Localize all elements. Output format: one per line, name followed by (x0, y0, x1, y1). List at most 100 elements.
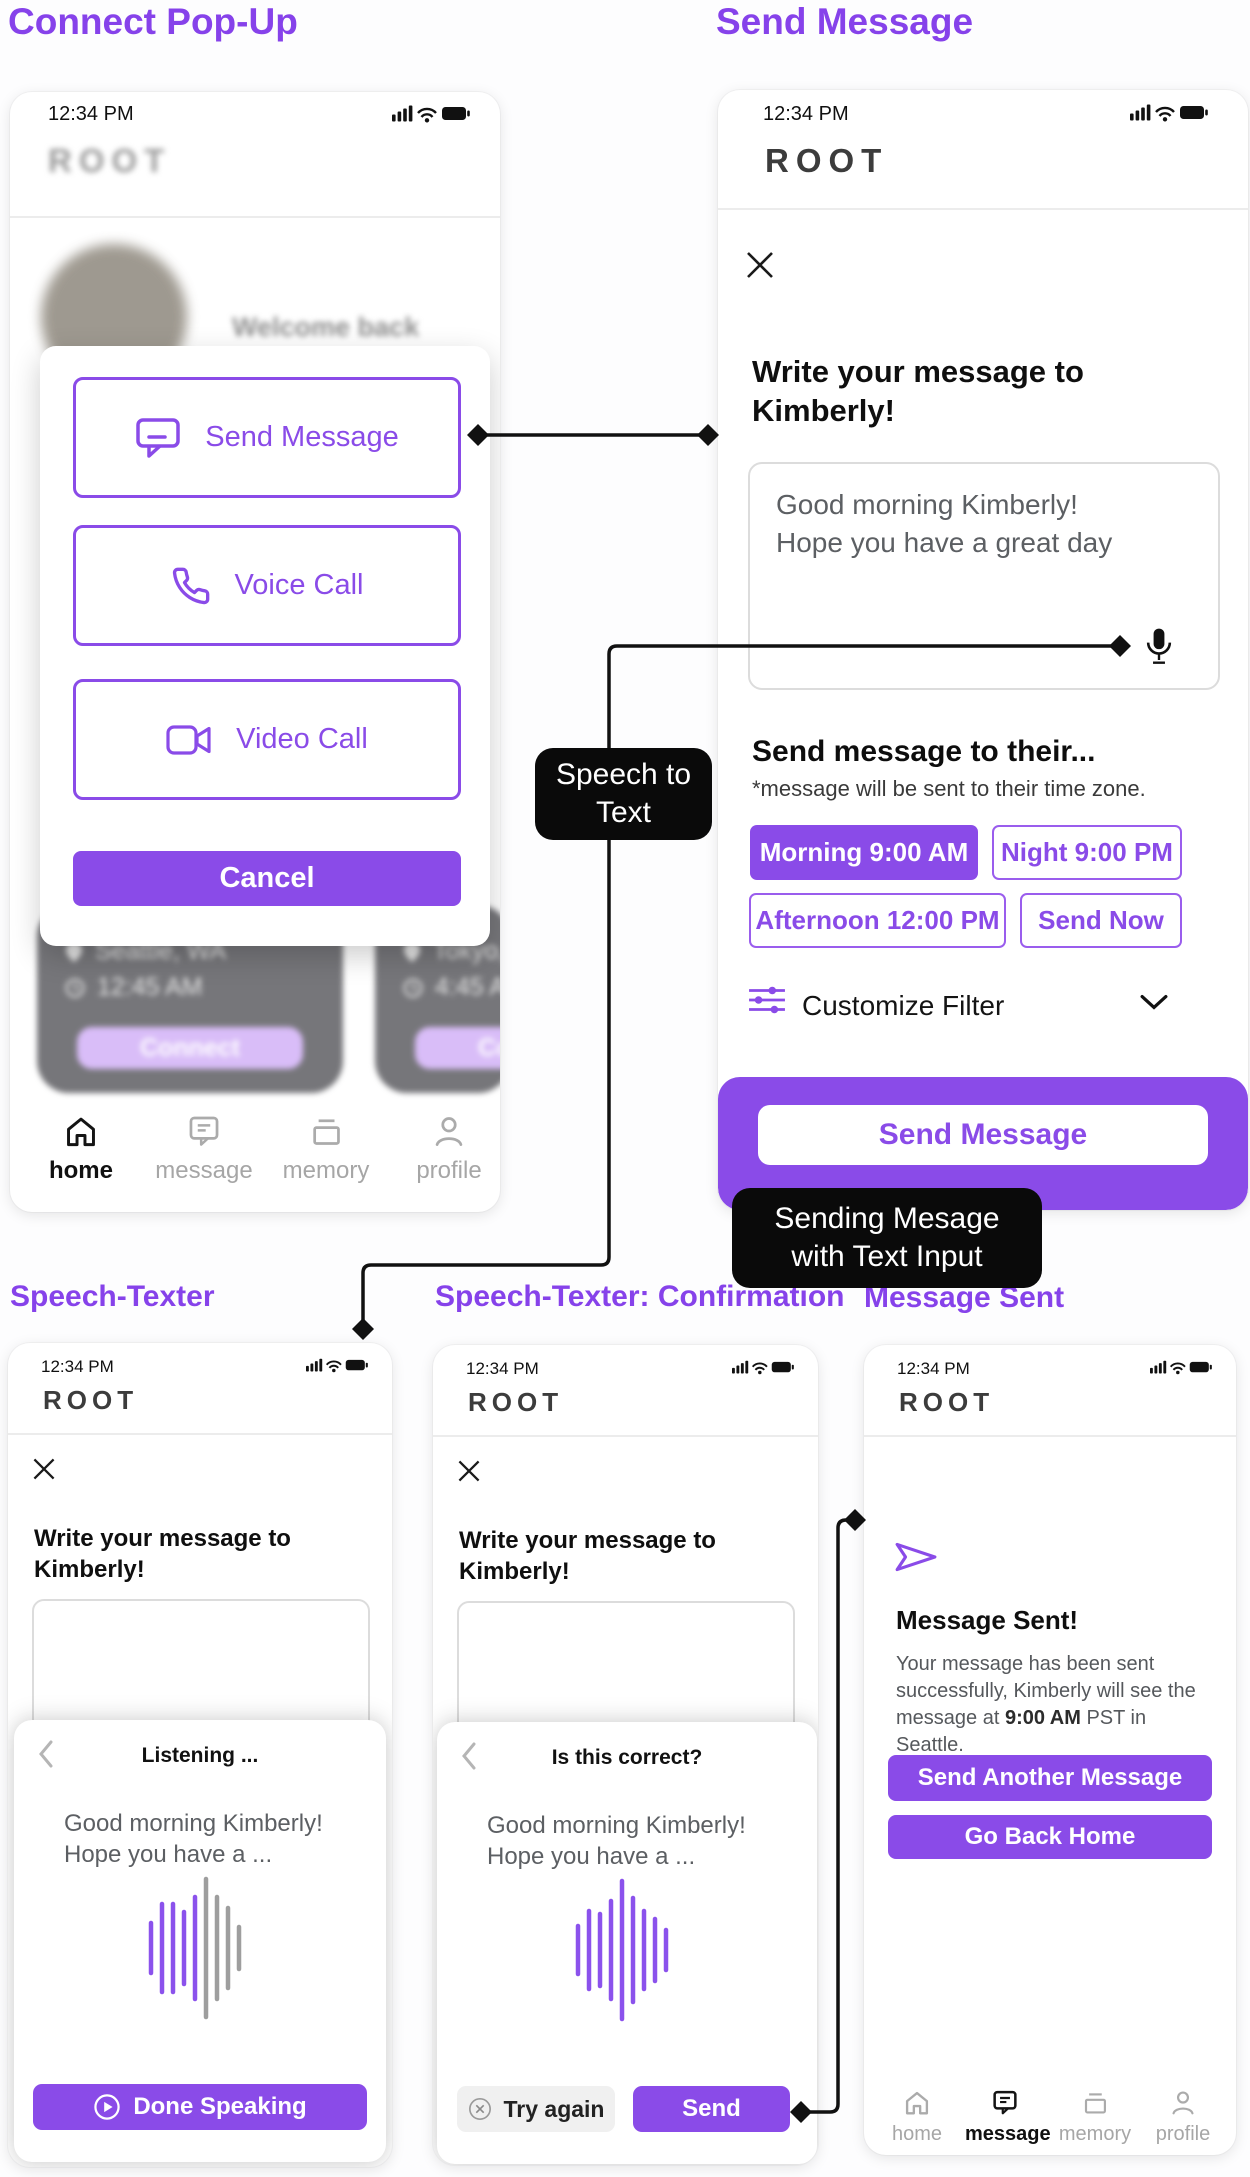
memory-icon (1084, 2093, 1106, 2114)
sending-message-tooltip: Sending Mesage with Text Input (732, 1188, 1042, 1288)
screen-speech-texter: 12:34 PM ROOT Write your message to Kimb… (8, 1343, 392, 2167)
message-icon (189, 1116, 219, 1146)
status-time: 12:34 PM (466, 1359, 539, 1378)
app-title: ROOT (468, 1387, 564, 1417)
tab-profile[interactable]: profile (399, 1114, 499, 1185)
tooltip-line: Speech to (555, 758, 692, 791)
screen-speech-confirmation: 12:34 PM ROOT Write your message to Kimb… (433, 1345, 818, 2165)
message-text: Good morning Kimberly! Hope you have a g… (776, 489, 1113, 558)
compose-heading: Write your message to Kimberly! (459, 1527, 716, 1585)
send-label: Send (682, 2095, 741, 2122)
customize-filter-label: Customize Filter (802, 990, 1005, 1021)
status-bar-icons (306, 1358, 368, 1373)
schedule-note: *message will be sent to their time zone… (752, 776, 1146, 801)
cancel-button[interactable]: Cancel (73, 851, 461, 906)
send-message-button[interactable]: Send Message (758, 1105, 1208, 1165)
close-icon[interactable] (32, 1457, 56, 1481)
diamond-endpoint (844, 1509, 866, 1531)
app-title: ROOT (43, 1385, 139, 1415)
signal-icon (392, 105, 413, 122)
tab-home[interactable]: home (877, 2089, 957, 2146)
section-title-speech-texter: Speech-Texter (10, 1280, 215, 1313)
video-call-option-button[interactable]: Video Call (73, 679, 461, 800)
back-chevron-icon[interactable] (38, 1740, 54, 1768)
transcript-text: Good morning Kimberly! Hope you have a .… (64, 1810, 323, 1868)
tooltip-line: Sending Mesage (774, 1202, 1000, 1235)
go-back-home-button[interactable]: Go Back Home (888, 1815, 1212, 1859)
connect-button[interactable]: Connect (77, 1027, 303, 1069)
tooltip-line: with Text Input (791, 1240, 983, 1273)
pin-icon (66, 941, 82, 962)
option-label: Video Call (236, 723, 368, 755)
clock-icon (403, 978, 423, 997)
status-time: 12:34 PM (763, 103, 849, 125)
waveform-graphic (575, 1878, 669, 2022)
body-time-bold: 9:00 AM (1004, 1707, 1081, 1729)
status-bar-icons (1150, 1360, 1212, 1375)
voice-call-option-button[interactable]: Voice Call (73, 525, 461, 646)
send-button[interactable]: Send (633, 2086, 790, 2132)
screen-message-sent: 12:34 PM ROOT Message Sent! Your message… (864, 1345, 1236, 2155)
battery-icon (442, 107, 470, 120)
status-bar-icons (1130, 104, 1208, 122)
tab-message[interactable]: message (965, 2089, 1051, 2146)
chip-afternoon[interactable]: Afternoon 12:00 PM (749, 893, 1006, 948)
try-again-label: Try again (503, 2095, 605, 2122)
tab-message[interactable]: message (154, 1114, 254, 1185)
close-icon[interactable] (745, 250, 775, 280)
paper-plane-icon (895, 1542, 937, 1572)
listening-sheet: Listening ... Good morning Kimberly! Hop… (14, 1720, 386, 2162)
status-bar-icons (732, 1360, 794, 1375)
tab-bar: home message memory profile (864, 2089, 1236, 2155)
close-icon[interactable] (457, 1459, 481, 1483)
send-another-message-button[interactable]: Send Another Message (888, 1755, 1212, 1801)
connect-button[interactable]: Connect (415, 1027, 500, 1069)
tab-label: memory (282, 1157, 370, 1184)
app-title: ROOT (899, 1387, 995, 1417)
microphone-icon[interactable] (1146, 628, 1172, 666)
try-again-button[interactable]: Try again (457, 2086, 615, 2132)
speech-to-text-tooltip: Speech to Text (535, 748, 712, 840)
send-message-option-button[interactable]: Send Message (73, 377, 461, 498)
tab-label: profile (1155, 2123, 1211, 2145)
message-icon (993, 2090, 1017, 2115)
retry-x-icon (468, 2098, 491, 2120)
video-camera-icon (166, 724, 211, 755)
header-divider (433, 1435, 818, 1437)
tab-memory[interactable]: memory (276, 1114, 376, 1185)
status-bar-icons (392, 105, 470, 123)
tab-label: profile (416, 1157, 482, 1184)
done-speaking-button[interactable]: Done Speaking (33, 2084, 367, 2130)
back-chevron-icon[interactable] (461, 1742, 477, 1770)
tab-label: home (891, 2123, 943, 2145)
schedule-heading: Send message to their... (752, 735, 1096, 768)
header-divider (10, 216, 500, 218)
chip-send-now[interactable]: Send Now (1020, 893, 1182, 948)
message-textarea[interactable]: Good morning Kimberly! Hope you have a g… (748, 462, 1220, 690)
header-divider (864, 1435, 1236, 1437)
status-time: 12:34 PM (48, 103, 134, 125)
tab-memory[interactable]: memory (1055, 2089, 1135, 2146)
status-time: 12:34 PM (897, 1359, 970, 1378)
sheet-title: Listening ... (141, 1744, 259, 1767)
sliders-icon (749, 986, 785, 1014)
tab-profile[interactable]: profile (1143, 2089, 1223, 2146)
wifi-icon (1155, 106, 1175, 117)
card-time-row: 12:45 AM (65, 973, 203, 1002)
app-title: ROOT (765, 142, 889, 179)
tab-home[interactable]: home (31, 1114, 131, 1185)
welcome-text: Welcome back (232, 312, 420, 342)
customize-filter-row[interactable]: Customize Filter (748, 986, 1218, 1026)
chip-morning[interactable]: Morning 9:00 AM (750, 825, 978, 880)
transcript-text: Good morning Kimberly! Hope you have a .… (487, 1812, 746, 1870)
card-time-row: 4:45 A (403, 973, 500, 1002)
section-title-send-message: Send Message (716, 1, 974, 42)
chip-night[interactable]: Night 9:00 PM (992, 825, 1182, 880)
tab-bar: home message memory profile (10, 1114, 500, 1210)
chat-bubble-icon (136, 417, 181, 458)
chevron-down-icon[interactable] (1140, 994, 1168, 1010)
compose-heading: Write your message to Kimberly! (34, 1525, 291, 1583)
section-title-connect-popup: Connect Pop-Up (8, 1, 298, 42)
home-icon (905, 2091, 929, 2115)
